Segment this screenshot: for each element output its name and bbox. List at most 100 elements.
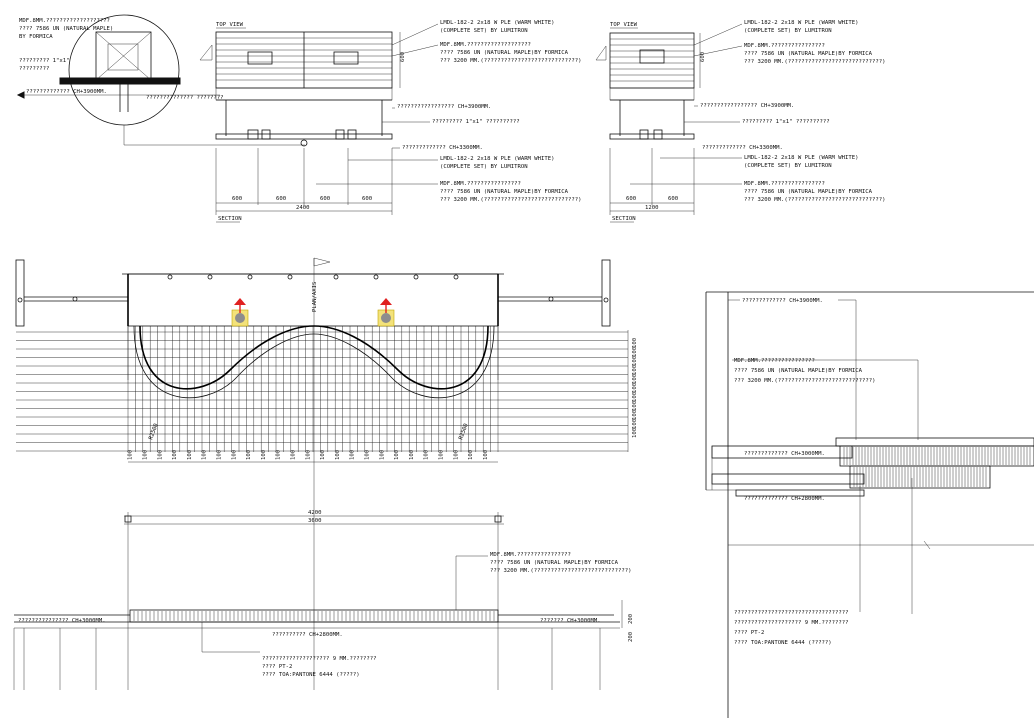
tv2-lower-mdf-2: ???? 7586 UN (NATURAL MAPLE)BY FORMICA	[744, 189, 873, 195]
tv1-mdf-2: ???? 7586 UN (NATURAL MAPLE)BY FORMICA	[440, 50, 569, 56]
elev-dim-inner: 3600	[308, 518, 321, 524]
tv1-mdf-1: MDF.8MM.???????????????????	[440, 42, 531, 48]
tv1-lower-mdf-3: ??? 3200 MM.(???????????????????????????…	[440, 197, 581, 203]
tv2-light-1: LMDL-182-2 2x18 W PLE (WARM WHITE)	[744, 20, 859, 26]
plan-grid-dim: 100	[291, 450, 297, 460]
plan-grid-dim: 100	[424, 450, 430, 460]
tv1-lower-mdf-2: ???? 7586 UN (NATURAL MAPLE)BY FORMICA	[440, 189, 569, 195]
tv1-lower-light-1: LMDL-182-2 2x18 W PLE (WARM WHITE)	[440, 156, 555, 162]
tv2-ceiling: ????????????????? CH+3900MM.	[700, 103, 794, 109]
elev-mdf-3: ??? 3200 MM.(???????????????????????????…	[490, 568, 631, 574]
plan-grid-dim: 100	[468, 450, 474, 460]
elev-level-mid: ?????????? CH+2800MM.	[272, 632, 343, 638]
tv2-dim-side: 600	[700, 52, 706, 62]
plan-grid-dim: 100	[157, 450, 163, 460]
tv2-lower-mdf-3: ??? 3200 MM.(???????????????????????????…	[744, 197, 885, 203]
plan-grid-dim: 100	[261, 450, 267, 460]
tv1-dim-total: 2400	[296, 205, 309, 211]
tv1-ceiling: ????????????????? CH+3900MM.	[397, 104, 491, 110]
top-view-1-title: TOP VIEW	[216, 22, 244, 28]
elev-mdf-1: MDF.8MM.????????????????	[490, 552, 571, 558]
detail-label-4: ????????? 1"x1"	[19, 58, 70, 64]
sd-paint-1: ??????????????????????????????????	[734, 610, 849, 616]
plan-grid-dim: 100	[305, 450, 311, 460]
sd-paint-2: ???????????????????? 9 MM.????????	[734, 620, 849, 626]
section-hatch	[843, 447, 1031, 487]
plan-side-dim: 100	[632, 401, 638, 411]
tv1-level-2: ????????????? CH+3300MM.	[402, 145, 483, 151]
tv2-lower-mdf-1: MDF.8MM.????????????????	[744, 181, 825, 187]
plan-side-dim: 100	[632, 374, 638, 384]
plan-side-dim: 100	[632, 347, 638, 357]
plan-grid-dim: 100	[365, 450, 371, 460]
elev-mdf-2: ???? 7586 UN (NATURAL MAPLE)BY FORMICA	[490, 560, 619, 566]
tv2-level-2: ????????????? CH+3300MM.	[702, 145, 783, 151]
tv1-mdf-3: ??? 3200 MM.(???????????????????????????…	[440, 58, 581, 64]
elev-level-left: ??????????????? CH+3000MM.	[18, 618, 106, 624]
tv1-lower-light-2: (COMPLETE SET) BY LUMITRON	[440, 164, 528, 170]
tv1-dim-1: 600	[232, 196, 242, 202]
tv1-dim-4: 600	[362, 196, 372, 202]
plan-grid-dim: 100	[143, 450, 149, 460]
plan-side-dim: 100	[632, 383, 638, 393]
tv1-dim-3: 600	[320, 196, 330, 202]
tv2-dim-total: 1200	[645, 205, 658, 211]
tv1-dim-side: 600	[400, 52, 406, 62]
plan-curve-label-right: R2500	[458, 423, 469, 441]
sd-level-top: ????????????? CH+3900MM.	[742, 298, 823, 304]
plan-grid-dim: 100	[128, 450, 134, 460]
sd-mdf-1: MDF.8MM.????????????????	[734, 358, 815, 364]
tv2-tube: ????????? 1"x1" ??????????	[742, 119, 830, 125]
tv2-mdf-3: ??? 3200 MM.(???????????????????????????…	[744, 59, 885, 65]
sd-paint-4: ???? TOA:PANTONE 6444 (?????)	[734, 640, 832, 646]
plan-grid-dim: 100	[172, 450, 178, 460]
tv2-lower-light-1: LMDL-182-2 2x18 W PLE (WARM WHITE)	[744, 155, 859, 161]
beam-ticks	[133, 611, 495, 621]
detail-callout: MDF.8MM.??????????????????? ???? 7586 UN…	[16, 14, 305, 146]
tv1-light-1: LMDL-182-2 2x18 W PLE (WARM WHITE)	[440, 20, 555, 26]
elev-level-right: ??????? CH+3000MM.	[540, 618, 601, 624]
tv2-dim-2: 600	[668, 196, 678, 202]
tv2-dim-1: 600	[626, 196, 636, 202]
sd-mdf-2: ???? 7586 UN (NATURAL MAPLE)BY FORMICA	[734, 368, 863, 374]
plan-axis-label: PLAN/AXIS	[312, 282, 318, 312]
sd-level-mid: ????????????? CH+3000MM.	[744, 451, 825, 457]
plan-grid-dim: 100	[202, 450, 208, 460]
sd-mdf-3: ??? 3200 MM.(???????????????????????????…	[734, 378, 875, 384]
plan-grid-dim: 100	[394, 450, 400, 460]
light-fixture-left	[231, 298, 249, 327]
plan-grid-dim: 100	[246, 450, 252, 460]
plan-grid-dim: 100	[379, 450, 385, 460]
elev-dim-overall: 4200	[308, 510, 321, 516]
top-view-1: TOP VIEW 600 600 600	[199, 20, 581, 223]
plan-grid-dim: 100	[335, 450, 341, 460]
sd-paint-3: ???? PT-2	[734, 630, 764, 636]
elev-paint-2: ???? PT-2	[262, 664, 292, 670]
plan-side-dim: 100	[632, 392, 638, 402]
detail-label-2: ???? 7586 UN (NATURAL MAPLE)	[19, 26, 113, 32]
front-elevation: 4200 3600 200 200 MDF.8MM.??????????????…	[13, 478, 634, 690]
tv2-lower-light-2: (COMPLETE SET) BY LUMITRON	[744, 163, 832, 169]
plan-grid-dim: 100	[276, 450, 282, 460]
detail-label-5: ?????????	[19, 66, 49, 72]
plan-side-dim: 100	[632, 365, 638, 375]
detail-label-3: BY FORMICA	[19, 34, 53, 40]
top-view-2-title: TOP VIEW	[610, 22, 638, 28]
tv1-light-2: (COMPLETE SET) BY LUMITRON	[440, 28, 528, 34]
elev-paint-1: ???????????????????? 9 MM.????????	[262, 656, 377, 662]
plan-grid-dim: 100	[217, 450, 223, 460]
tv2-light-2: (COMPLETE SET) BY LUMITRON	[744, 28, 832, 34]
plan-side-dim: 100	[632, 428, 638, 438]
section-detail: ????????????? CH+3900MM. MDF.8MM.???????…	[705, 291, 1034, 718]
tv2-mdf-2: ???? 7586 UN (NATURAL MAPLE)BY FORMICA	[744, 51, 873, 57]
detail-level-2: ?????????????? ????????	[146, 95, 223, 101]
detail-level: ????????????? CH+3900MM.	[26, 89, 107, 95]
elev-paint-3: ???? TOA:PANTONE 6444 (?????)	[262, 672, 360, 678]
detail-label-1: MDF.8MM.???????????????????	[19, 18, 110, 24]
plan-side-dim: 100	[632, 338, 638, 348]
tv1-tube: ????????? 1"x1" ??????????	[432, 119, 520, 125]
plan-grid-dim: 100	[320, 450, 326, 460]
plan-grid-dim: 100	[453, 450, 459, 460]
